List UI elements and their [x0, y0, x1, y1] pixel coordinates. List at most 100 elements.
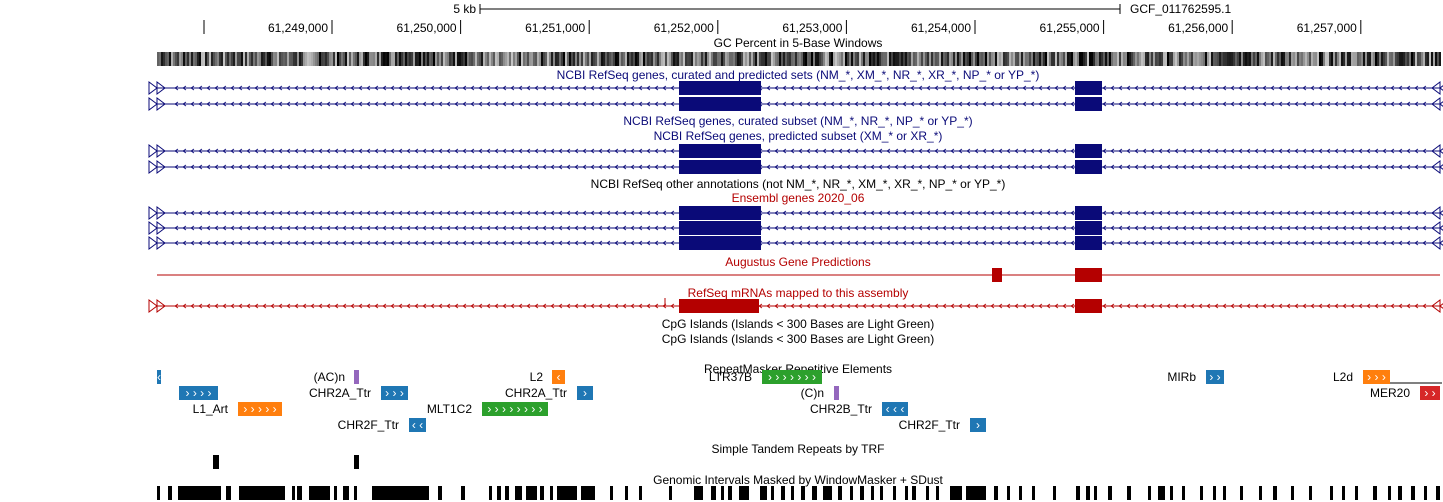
- masked-interval[interactable]: [728, 486, 732, 500]
- repeat-element[interactable]: › › › › › › ›LTR37B: [709, 370, 822, 384]
- repeatmasker-track[interactable]: ‹› › › › ›L1_Art› › › ›(AC)n› › ›CHR2A_T…: [157, 370, 1442, 432]
- exon[interactable]: [1075, 160, 1102, 174]
- exon[interactable]: [679, 97, 761, 111]
- repeat-block[interactable]: [354, 370, 359, 384]
- repeat-element[interactable]: ‹: [157, 370, 161, 384]
- repeat-block[interactable]: [157, 370, 161, 384]
- masked-interval[interactable]: [1273, 486, 1277, 500]
- masked-interval[interactable]: [540, 486, 544, 500]
- repeat-element[interactable]: › › ›CHR2A_Ttr: [309, 386, 408, 400]
- masked-interval[interactable]: [515, 486, 522, 500]
- masked-interval[interactable]: [581, 486, 595, 500]
- masked-interval[interactable]: [297, 486, 302, 500]
- windowmasker-track[interactable]: [157, 486, 1440, 500]
- augustus-track[interactable]: [157, 268, 1440, 282]
- masked-interval[interactable]: [239, 486, 285, 500]
- masked-interval[interactable]: [1342, 486, 1345, 500]
- exon[interactable]: [1075, 221, 1102, 235]
- trf-repeat[interactable]: [213, 455, 219, 469]
- masked-interval[interactable]: [880, 486, 883, 500]
- trf-track[interactable]: [213, 455, 359, 469]
- exon[interactable]: [679, 299, 759, 313]
- masked-interval[interactable]: [1388, 486, 1391, 500]
- exon[interactable]: [679, 81, 761, 95]
- masked-interval[interactable]: [372, 486, 429, 500]
- masked-interval[interactable]: [905, 486, 908, 500]
- masked-interval[interactable]: [1309, 486, 1312, 500]
- masked-interval[interactable]: [912, 486, 916, 500]
- repeat-block[interactable]: [882, 402, 908, 416]
- masked-interval[interactable]: [823, 486, 832, 500]
- masked-interval[interactable]: [461, 486, 465, 500]
- masked-interval[interactable]: [801, 486, 805, 500]
- masked-interval[interactable]: [1032, 486, 1035, 500]
- repeat-element[interactable]: › ›MIRb: [1167, 370, 1224, 384]
- masked-interval[interactable]: [157, 486, 160, 500]
- track-title-ensembl[interactable]: Ensembl genes 2020_06: [732, 191, 865, 205]
- masked-interval[interactable]: [168, 486, 172, 500]
- masked-interval[interactable]: [771, 486, 774, 500]
- masked-interval[interactable]: [1086, 486, 1090, 500]
- repeat-block[interactable]: [381, 386, 408, 400]
- repeat-block[interactable]: [482, 402, 548, 416]
- gene-transcript[interactable]: [148, 160, 1443, 174]
- masked-interval[interactable]: [1424, 486, 1427, 500]
- masked-interval[interactable]: [1127, 486, 1131, 500]
- repeat-element[interactable]: ‹L2: [530, 370, 565, 384]
- masked-interval[interactable]: [1108, 486, 1112, 500]
- repeat-block[interactable]: [762, 370, 822, 384]
- repeat-element[interactable]: › ›MER20: [1370, 386, 1440, 400]
- masked-interval[interactable]: [489, 486, 492, 500]
- masked-interval[interactable]: [639, 486, 642, 500]
- exon[interactable]: [1075, 81, 1102, 95]
- masked-interval[interactable]: [781, 486, 785, 500]
- masked-interval[interactable]: [1019, 486, 1022, 500]
- gene-transcript[interactable]: [148, 299, 1443, 313]
- masked-interval[interactable]: [1200, 486, 1203, 500]
- repeat-block[interactable]: [834, 386, 839, 400]
- track-title-refseq-all[interactable]: NCBI RefSeq genes, curated and predicted…: [557, 68, 1040, 82]
- masked-interval[interactable]: [1398, 486, 1402, 500]
- masked-interval[interactable]: [1411, 486, 1415, 500]
- exon[interactable]: [679, 221, 761, 235]
- masked-interval[interactable]: [994, 486, 998, 500]
- masked-interval[interactable]: [334, 486, 337, 500]
- repeat-block[interactable]: [1420, 386, 1440, 400]
- masked-interval[interactable]: [1076, 486, 1080, 500]
- exon[interactable]: [1075, 299, 1102, 313]
- masked-interval[interactable]: [497, 486, 501, 500]
- repeat-element[interactable]: › › › › ›L1_Art: [193, 402, 282, 416]
- repeat-block[interactable]: [1206, 370, 1224, 384]
- gene-transcript[interactable]: [148, 144, 1443, 158]
- refseq-predicted-track[interactable]: [148, 144, 1443, 174]
- masked-interval[interactable]: [1240, 486, 1243, 500]
- masked-interval[interactable]: [1291, 486, 1294, 500]
- repeat-block[interactable]: [577, 386, 593, 400]
- masked-interval[interactable]: [669, 486, 672, 500]
- repeat-element[interactable]: ›CHR2F_Ttr: [899, 418, 986, 432]
- augustus-exon[interactable]: [992, 268, 1002, 282]
- augustus-exon[interactable]: [1075, 268, 1102, 282]
- track-title-windowmasker[interactable]: Genomic Intervals Masked by WindowMasker…: [653, 473, 943, 487]
- exon[interactable]: [1075, 236, 1102, 250]
- gc-percent-track[interactable]: [157, 52, 1441, 66]
- masked-interval[interactable]: [1170, 486, 1173, 500]
- masked-interval[interactable]: [926, 486, 929, 500]
- exon[interactable]: [679, 160, 761, 174]
- trf-repeat[interactable]: [354, 455, 359, 469]
- masked-interval[interactable]: [438, 486, 442, 500]
- masked-interval[interactable]: [860, 486, 864, 500]
- repeat-block[interactable]: [238, 402, 282, 416]
- exon[interactable]: [1075, 97, 1102, 111]
- gene-transcript[interactable]: [148, 206, 1443, 220]
- masked-interval[interactable]: [950, 486, 962, 500]
- masked-interval[interactable]: [1355, 486, 1358, 500]
- masked-interval[interactable]: [550, 486, 553, 500]
- masked-interval[interactable]: [1094, 486, 1097, 500]
- masked-interval[interactable]: [1053, 486, 1056, 500]
- exon[interactable]: [1075, 144, 1102, 158]
- track-title-refseq-other[interactable]: NCBI RefSeq other annotations (not NM_*,…: [591, 177, 1006, 191]
- masked-interval[interactable]: [760, 486, 767, 500]
- masked-interval[interactable]: [309, 486, 330, 500]
- masked-interval[interactable]: [354, 486, 357, 500]
